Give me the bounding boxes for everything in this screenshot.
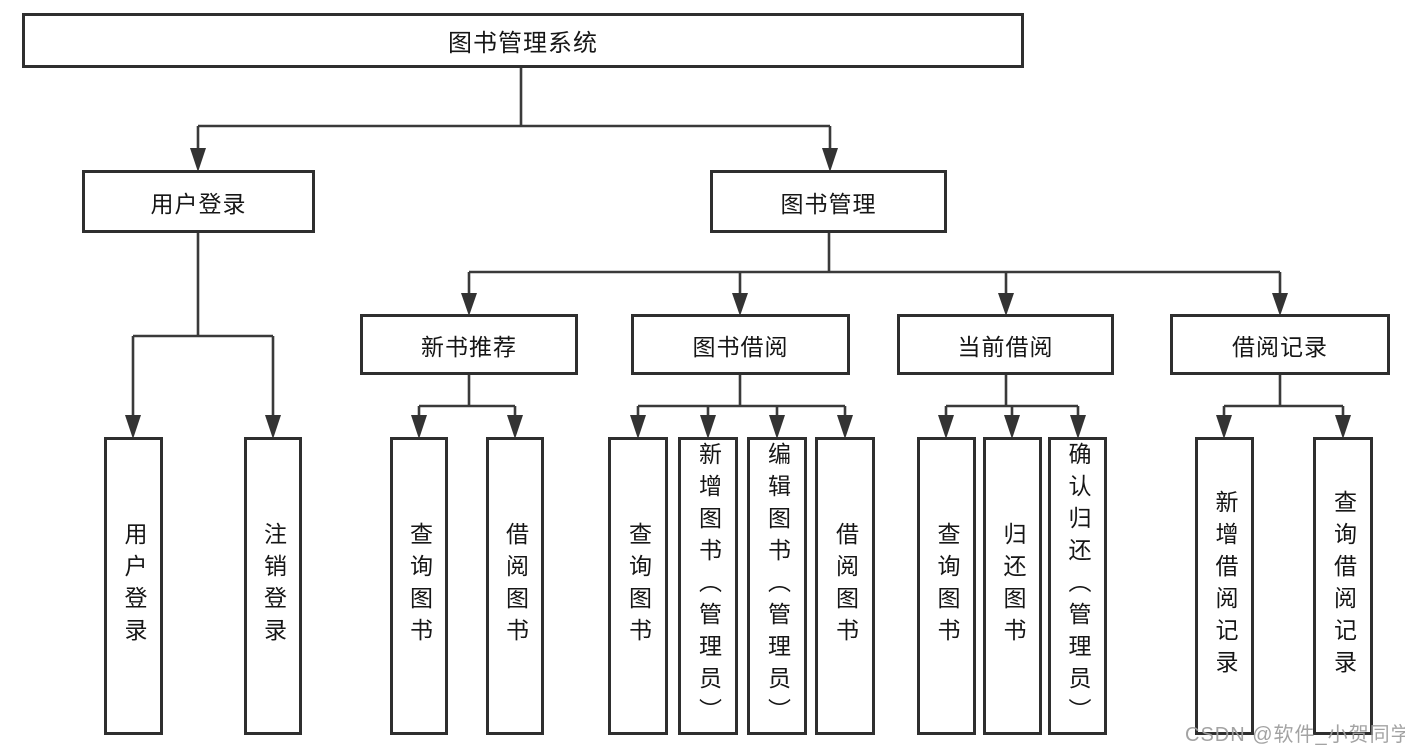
node-current-borrowing: 当前借阅 [897, 314, 1114, 375]
leaf-confirm-return-admin: 确认归还（管理员） [1048, 437, 1107, 735]
leaf-edit-books-admin: 编辑图书（管理员） [747, 437, 807, 735]
leaf-label: 新增借阅记录 [1212, 490, 1238, 682]
arrowhead [938, 415, 954, 439]
leaf-label: 查询图书 [406, 522, 433, 650]
node-label: 图书管理 [780, 190, 877, 217]
node-label: 借阅记录 [1232, 333, 1328, 360]
leaf-label: 注销登录 [260, 522, 287, 650]
arrowhead [822, 148, 838, 172]
connector-borrow-records-children [1222, 375, 1345, 417]
arrowhead [190, 148, 206, 172]
leaf-label: 确认归还（管理员） [1065, 442, 1091, 730]
arrowhead [837, 415, 853, 439]
node-label: 图书管理系统 [448, 30, 598, 57]
leaf-label: 归还图书 [1000, 522, 1026, 650]
leaf-return-books: 归还图书 [983, 437, 1042, 735]
node-library-management-system: 图书管理系统 [22, 13, 1024, 68]
leaf-query-borrow-record: 查询借阅记录 [1313, 437, 1373, 735]
leaf-borrow-books: 借阅图书 [815, 437, 875, 735]
arrowhead [125, 415, 141, 439]
leaf-label: 查询图书 [934, 522, 960, 650]
leaf-label: 查询图书 [625, 522, 652, 650]
leaf-label: 用户登录 [121, 522, 147, 650]
node-user-login-module: 用户登录 [82, 170, 315, 233]
arrowhead [461, 293, 477, 316]
node-book-borrowing: 图书借阅 [631, 314, 850, 375]
node-label: 图书借阅 [692, 333, 789, 360]
arrowhead [411, 415, 427, 439]
connector-root-to-level2 [196, 68, 832, 150]
leaf-label: 借阅图书 [832, 522, 859, 650]
leaf-add-books-admin: 新增图书（管理员） [678, 437, 738, 735]
leaf-query-books-current: 查询图书 [917, 437, 976, 735]
leaf-borrow-books-recommend: 借阅图书 [486, 437, 544, 735]
arrowhead [630, 415, 646, 439]
leaf-add-borrow-record: 新增借阅记录 [1195, 437, 1254, 735]
leaf-query-books-recommend: 查询图书 [390, 437, 448, 735]
node-borrowing-records: 借阅记录 [1170, 314, 1390, 375]
connector-book-management-children [467, 233, 1282, 294]
connector-new-book-children [417, 375, 517, 417]
leaf-label: 查询借阅记录 [1330, 490, 1357, 682]
arrowhead [769, 415, 785, 439]
arrowhead [1004, 415, 1020, 439]
arrowhead [265, 415, 281, 439]
leaf-label: 编辑图书（管理员） [764, 442, 791, 730]
leaf-logout: 注销登录 [244, 437, 302, 735]
arrowhead [1335, 415, 1351, 439]
arrowhead [1272, 293, 1288, 316]
arrowhead [700, 415, 716, 439]
node-label: 新书推荐 [421, 333, 517, 360]
leaf-label: 借阅图书 [502, 522, 529, 650]
arrowhead [507, 415, 523, 439]
leaf-query-books-borrow: 查询图书 [608, 437, 668, 735]
leaf-user-login: 用户登录 [104, 437, 163, 735]
connector-user-login-children [131, 233, 275, 417]
arrowhead [732, 293, 748, 316]
node-label: 当前借阅 [957, 333, 1054, 360]
leaf-label: 新增图书（管理员） [695, 442, 722, 730]
arrowhead [1216, 415, 1232, 439]
arrowhead [998, 293, 1014, 316]
connector-book-borrow-children [636, 375, 847, 417]
node-label: 用户登录 [150, 190, 247, 217]
node-book-management-module: 图书管理 [710, 170, 947, 233]
connector-current-borrow-children [944, 375, 1080, 417]
node-new-book-recommendation: 新书推荐 [360, 314, 578, 375]
arrowhead [1070, 415, 1086, 439]
